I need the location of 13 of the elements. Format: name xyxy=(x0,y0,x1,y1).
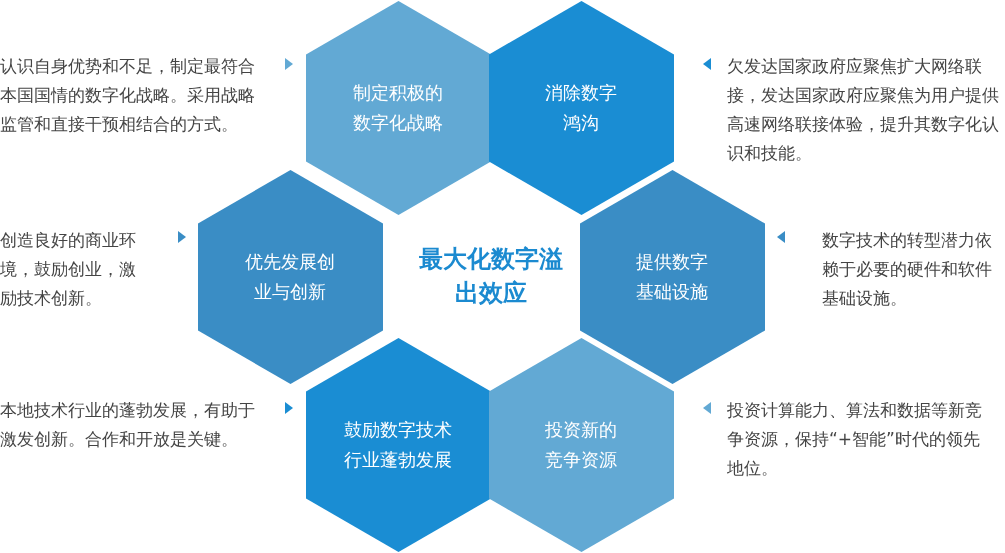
hexagon-title: 消除数字鸿沟 xyxy=(544,81,618,135)
hexagon-title: 鼓励数字技术行业蓬勃发展 xyxy=(343,418,453,472)
hexagon-title: 优先发展创业与创新 xyxy=(244,250,336,304)
description-text: 本地技术行业的蓬勃发展，有助于激发创新。合作和开放是关键。 xyxy=(0,399,256,451)
description-text: 数字技术的转型潜力依赖于必要的硬件和软件基础设施。 xyxy=(822,229,993,310)
description-text: 认识自身优势和不足，制定最符合本国国情的数字化战略。采用战略监管和直接干预相结合的方式。 xyxy=(0,55,256,136)
central-heading: 最大化数字溢出效应 xyxy=(418,244,564,309)
description-text: 欠发达国家政府应聚焦扩大网络联接，发达国家政府应聚焦为用户提供高速网络联接体验，提升其数字化认识和技能。 xyxy=(727,55,1000,165)
description-text: 创造良好的商业环境，鼓励创业，激励技术创新。 xyxy=(0,229,137,310)
hexagon-title: 制定积极的数字化战略 xyxy=(352,81,444,135)
hexagon-title: 提供数字基础设施 xyxy=(635,250,709,304)
hexagon-title: 投资新的竞争资源 xyxy=(544,418,618,472)
description-text: 投资计算能力、算法和数据等新竞争资源，保持“+智能”时代的领先地位。 xyxy=(727,399,983,480)
